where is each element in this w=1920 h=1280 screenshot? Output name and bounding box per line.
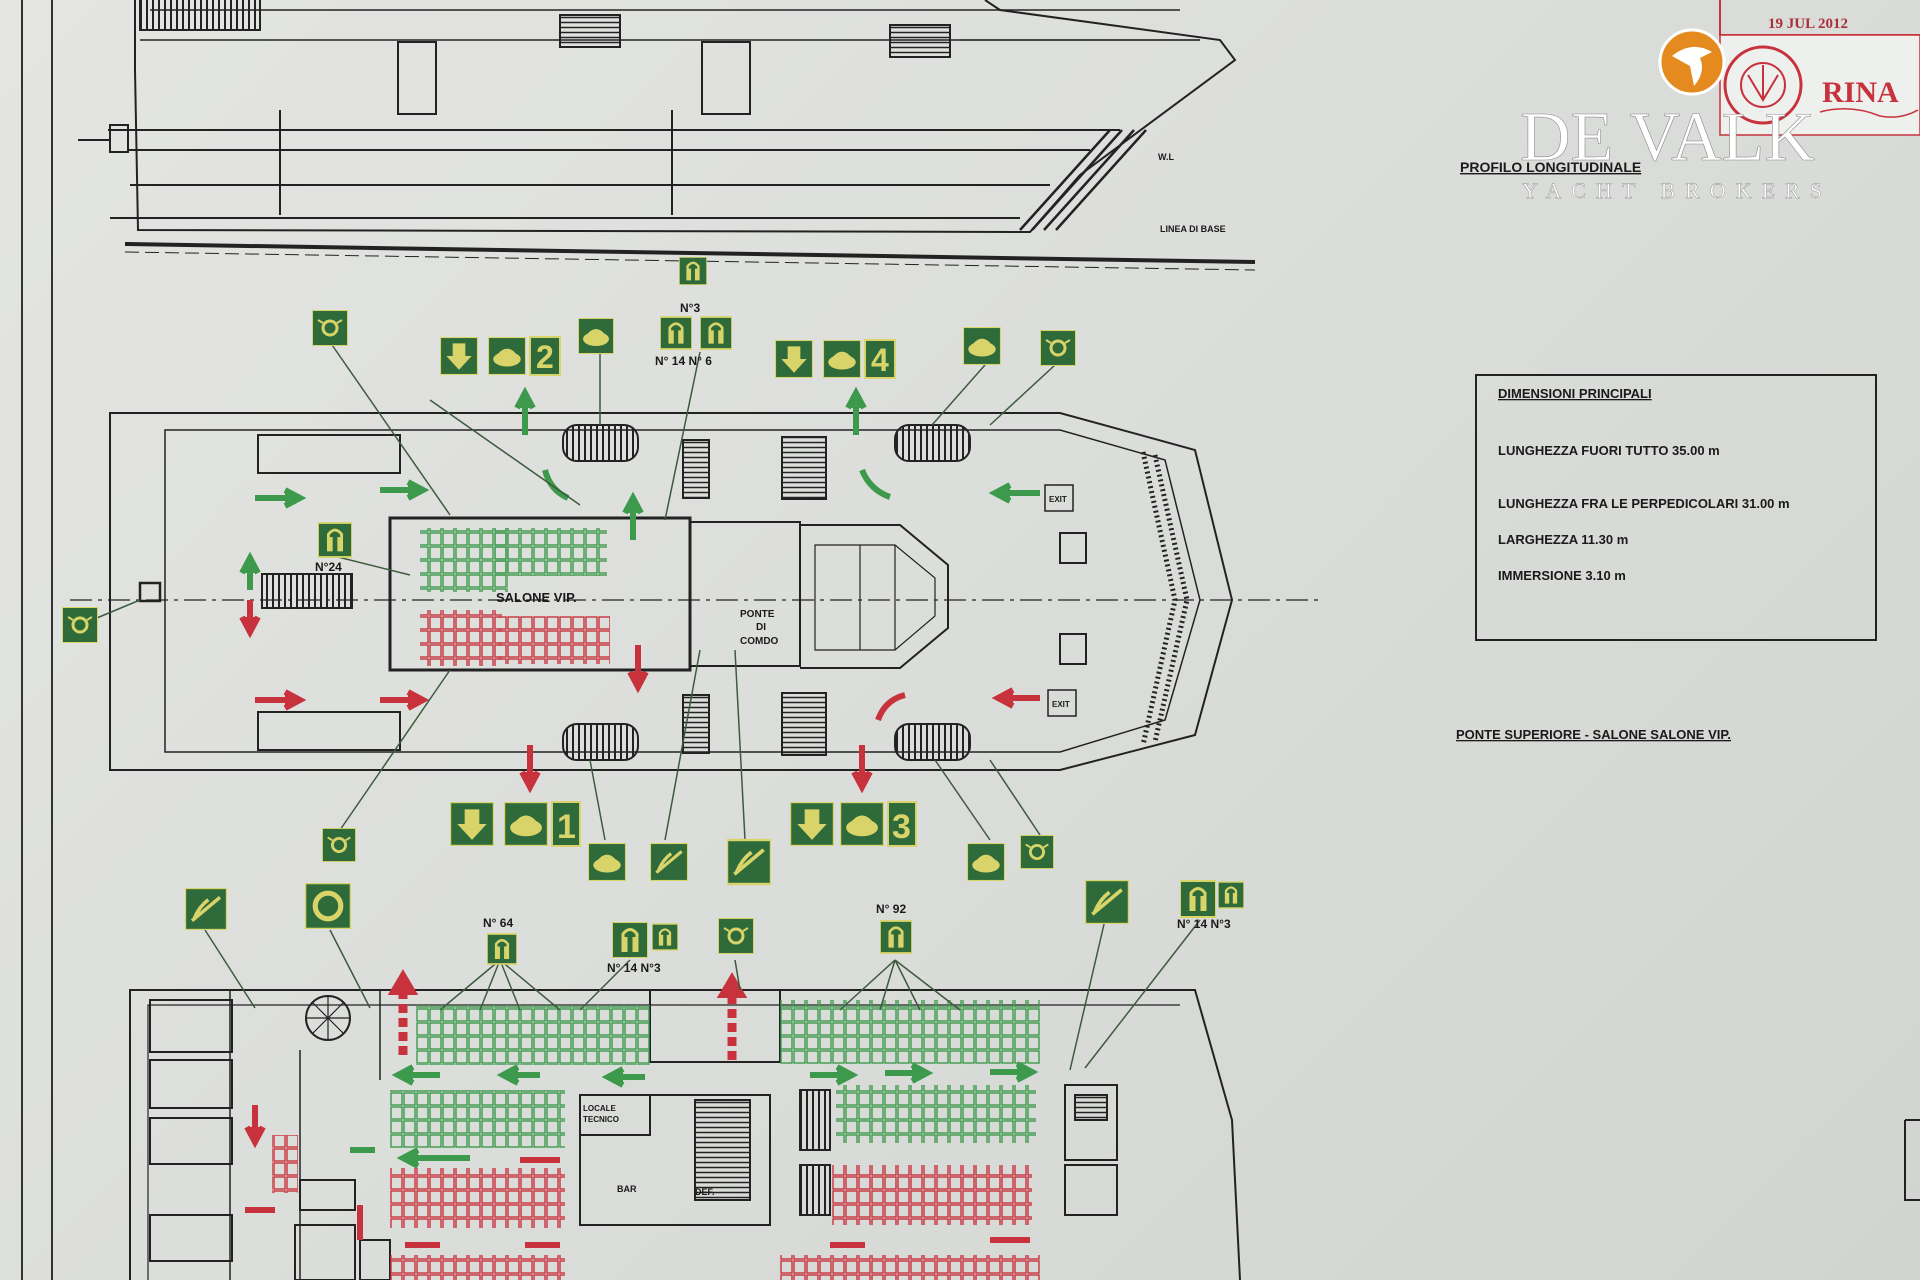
float-sign-icon	[322, 828, 356, 862]
liferaft-sign-icon	[840, 802, 884, 846]
count-n24: N°24	[315, 560, 342, 574]
dimensions-box	[1475, 374, 1877, 641]
room-locale-label: LOCALE	[583, 1104, 617, 1113]
rina-approval-stamp: 19 JUL 2012 RINA	[1719, 0, 1920, 136]
main-deck-escape-arrows	[244, 969, 1039, 1248]
main-deck-plan	[129, 989, 1241, 1280]
evacuation-chute-sign-icon	[185, 888, 227, 930]
watermark-tagline: YACHT BROKERS	[1522, 178, 1832, 203]
corner-bracket	[1904, 1119, 1920, 1201]
dimensions-title: DIMENSIONI PRINCIPALI	[1498, 386, 1652, 401]
count-n64: N° 64	[483, 916, 513, 930]
lifejacket-sign-icon	[1180, 880, 1216, 918]
room-bar-label: BAR	[617, 1184, 637, 1194]
evacuation-chute-sign-icon	[727, 838, 771, 886]
float-sign-icon	[1020, 835, 1054, 869]
evacuation-chute-sign-icon	[1085, 880, 1129, 924]
dimension-row-beam: LARGHEZZA 11.30 m	[1498, 532, 1628, 547]
lifejacket-sign-icon	[652, 922, 678, 952]
liferaft-sign-icon	[963, 327, 1001, 365]
count-n92: N° 92	[876, 902, 906, 916]
salon-seating-green-2	[495, 528, 607, 576]
float-sign-icon	[62, 607, 98, 643]
liferaft-sign-icon	[588, 843, 626, 881]
main-deck-leader-lines	[204, 919, 1201, 1071]
float-sign-icon	[718, 918, 754, 954]
sheet-frame	[21, 0, 53, 1280]
watermark-brand: DE VALK	[1520, 99, 1815, 176]
embark-sign-icon	[440, 337, 478, 375]
lifejacket-sign-icon	[700, 315, 732, 351]
evacuation-chute-sign-icon	[650, 843, 688, 881]
lifejacket-sign-icon	[679, 257, 707, 285]
upper-deck-caption: PONTE SUPERIORE - SALONE SALONE VIP.	[1456, 727, 1731, 742]
profile-title: PROFILO LONGITUDINALE	[1460, 159, 1641, 175]
float-sign-icon	[312, 310, 348, 346]
liferaft-sign-icon	[488, 337, 526, 375]
exit-label-bottom: EXIT	[1052, 700, 1070, 709]
station-number-3: 3	[892, 808, 911, 846]
upper-deck-plan	[70, 412, 1320, 771]
station-number-4: 4	[871, 342, 889, 378]
bridge-label-1: PONTE	[740, 609, 775, 620]
main-deck-safety-signs	[185, 880, 1244, 965]
liferaft-sign-icon	[504, 802, 548, 846]
stamp-org: RINA	[1822, 76, 1899, 109]
dimension-row-lpp: LUNGHEZZA FRA LE PERPEDICOLARI 31.00 m	[1498, 496, 1790, 511]
exit-label-top: EXIT	[1049, 495, 1067, 504]
baseline-label: LINEA DI BASE	[1160, 224, 1226, 234]
upper-deck-safety-signs: 2 4 1 3	[62, 257, 1076, 886]
station-number-2: 2	[536, 339, 554, 375]
salon-seating-green	[420, 528, 508, 592]
embark-sign-icon	[450, 802, 494, 846]
waterline-label: W.L	[1158, 152, 1174, 162]
float-sign-icon	[1040, 330, 1076, 366]
salon-seating-red	[420, 610, 502, 666]
liferaft-sign-icon	[578, 318, 614, 354]
salon-seating-red-2	[498, 616, 610, 664]
lifering-sign-icon	[305, 883, 351, 929]
de-valk-watermark: DE VALK YACHT BROKERS	[1520, 28, 1832, 203]
upper-deck-leader-lines	[79, 341, 1056, 841]
bridge-label-2: DI	[756, 622, 766, 633]
lifejacket-sign-icon	[1218, 880, 1244, 910]
lifejacket-sign-icon	[660, 315, 692, 351]
count-n14-n3-main-right: N° 14 N°3	[1177, 917, 1231, 931]
lifejacket-sign-icon	[880, 920, 912, 954]
room-tecnico-label: TECNICO	[583, 1115, 619, 1124]
embark-sign-icon	[775, 340, 813, 378]
bridge-label-3: COMDO	[740, 636, 779, 647]
room-def-label: DEF.	[695, 1187, 715, 1197]
embark-sign-icon	[790, 802, 834, 846]
count-n14-n6: N° 14 N° 6	[655, 354, 712, 368]
lifejacket-sign-icon	[487, 933, 517, 965]
dimension-row-draft: IMMERSIONE 3.10 m	[1498, 568, 1626, 583]
salon-vip-label: SALONE VIP.	[496, 590, 577, 605]
main-deck-seating	[272, 1000, 1040, 1280]
dimension-row-loa: LUNGHEZZA FUORI TUTTO 35.00 m	[1498, 443, 1720, 458]
station-number-1: 1	[557, 808, 576, 846]
count-n3-upper: N°3	[680, 301, 700, 315]
lifejacket-sign-icon	[318, 522, 352, 558]
stamp-date: 19 JUL 2012	[1768, 16, 1848, 32]
lifejacket-sign-icon	[612, 922, 648, 958]
count-n14-n3-main: N° 14 N°3	[607, 961, 661, 975]
longitudinal-profile	[78, 0, 1256, 271]
upper-deck-escape-arrows	[239, 386, 1040, 794]
liferaft-sign-icon	[823, 340, 861, 378]
liferaft-sign-icon	[967, 843, 1005, 881]
